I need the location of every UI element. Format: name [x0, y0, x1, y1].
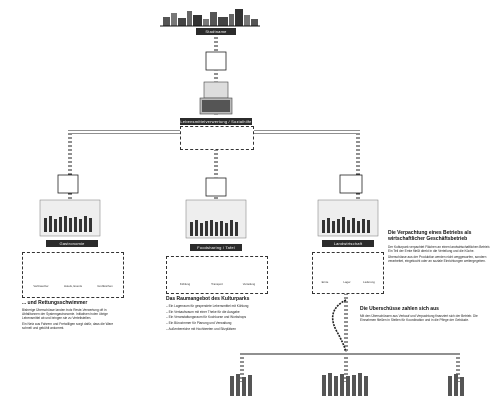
center-box-caption-2: Transport — [211, 283, 223, 286]
left-cluster-illustration — [39, 174, 101, 237]
right-heading: Die Verpachtung eines Betriebs als wirts… — [388, 230, 472, 242]
center-box-caption-3: Verteilung — [242, 283, 256, 286]
right-paragraph-1: Der Kulturpark verpachtet Flächen an ein… — [388, 245, 491, 254]
left-paragraph-2: Ein Netz aus Fahrern und Freiwilligen so… — [22, 322, 114, 331]
center-box-caption-1: Kühlung — [179, 283, 191, 286]
bottom-figures-illustration — [230, 373, 464, 396]
left-box-caption-2: Hotels, Events — [63, 285, 83, 288]
left-heading: ... und Rettungsschwimmer — [22, 300, 88, 306]
center-bullet-1: Ein Lagerraum für gespendete Lebensmitte… — [166, 304, 266, 308]
right-sub-paragraph: Mit den Überschüssen aus Verkauf und Ver… — [360, 314, 478, 323]
right-box-caption-3: Lieferung — [363, 281, 375, 284]
top-machine-icon — [199, 51, 233, 115]
center-bullet-5: Außenbereiche mit Hochbeeten und Sitzplä… — [166, 327, 266, 331]
center-bullet-4: Ein Bürozimmer für Planung und Verwaltun… — [166, 321, 266, 325]
center-cluster-illustration — [185, 177, 247, 239]
right-cluster-illustration — [317, 174, 379, 237]
right-box-caption-2: Lager — [343, 281, 351, 284]
left-box-caption-1: Verbraucher — [33, 285, 49, 288]
branch-label-right: Landwirtschaft — [322, 240, 374, 247]
city-skyline-icon — [160, 9, 260, 27]
center-heading: Das Raumangebot des Kulturparks — [166, 296, 250, 302]
center-bullet-3: Ein Veranstaltungsraum für Kochkurse und… — [166, 315, 266, 319]
right-box-caption-1: Ernte — [321, 281, 329, 284]
top-node-label: Lebensmittelverwertung / Sozialhilfe — [180, 118, 252, 125]
right-text: Der Kulturpark verpachtet Flächen an ein… — [388, 245, 492, 297]
left-paragraph-1: Bisherige Überschüsse landen trotz Reste… — [22, 308, 108, 321]
right-sub-heading: Die Überschüsse zahlen sich aus — [360, 306, 439, 312]
left-dashed-box: Verbraucher Hotels, Events Großküchen — [22, 252, 124, 298]
left-box-caption-3: Großküchen — [97, 285, 113, 288]
left-text: Bisherige Überschüsse landen trotz Reste… — [22, 308, 122, 358]
city-label: Stadtname — [196, 28, 236, 35]
center-dashed-box: Kühlung Transport Verteilung — [166, 256, 268, 294]
branch-label-left: Gastronomie — [46, 240, 98, 247]
center-bullet-2: Ein Verkaufsraum mit einer Theke für die… — [166, 310, 266, 314]
top-node-box — [180, 126, 254, 150]
center-text: Ein Lagerraum für gespendete Lebensmitte… — [166, 304, 266, 358]
branch-label-center: Foodsharing / Tafel — [190, 244, 242, 251]
right-paragraph-2: Überschüsse aus der Produktion werden ni… — [388, 254, 487, 264]
right-dashed-box: Ernte Lager Lieferung — [312, 252, 384, 294]
